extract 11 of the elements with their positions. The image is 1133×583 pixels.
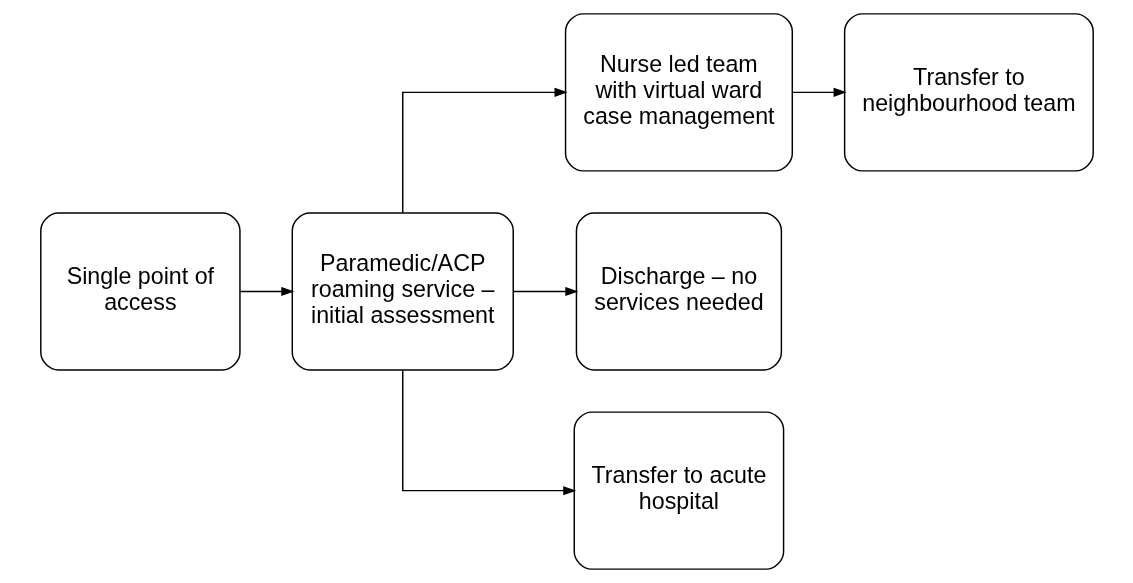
node-box: Transfer to neighbourhood team xyxy=(843,13,1094,172)
node-box: Discharge – no services needed xyxy=(575,212,782,371)
arrow xyxy=(401,87,568,214)
node-box: Nurse led team with virtual ward case management xyxy=(564,13,793,172)
node-box: Transfer to acute hospital xyxy=(573,411,784,570)
node-box: Single point of access xyxy=(39,212,241,371)
arrow xyxy=(401,369,576,496)
node-box: Paramedic/ACP roaming service – initial assessment xyxy=(291,212,514,371)
arrow xyxy=(791,87,847,97)
arrow xyxy=(239,286,294,297)
arrow xyxy=(512,286,578,297)
